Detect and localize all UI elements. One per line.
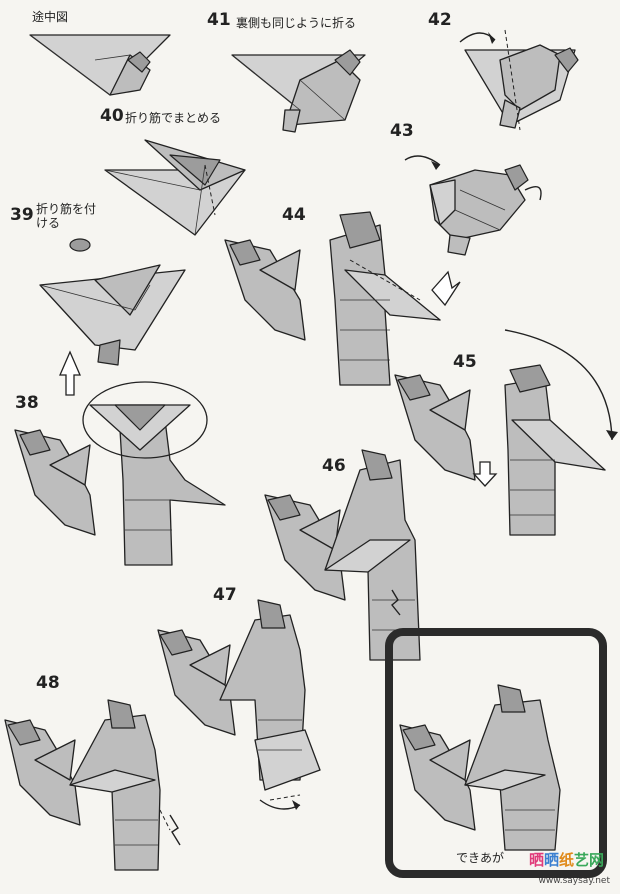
step-48-number: 48: [36, 673, 60, 693]
figure-step-41: [232, 50, 365, 132]
figure-step-42: [460, 30, 578, 130]
step-43-number: 43: [390, 121, 414, 141]
step-41-caption: 裏側も同じように折る: [236, 14, 356, 31]
step-44-number: 44: [282, 205, 306, 225]
step-40-number: 40: [100, 106, 124, 126]
figure-step-43: [405, 156, 541, 255]
step-41-number: 41: [207, 10, 231, 30]
midway-label: 途中図: [32, 8, 68, 25]
figure-midway: [30, 35, 170, 95]
step-40-caption: 折り筋でまとめる: [125, 109, 221, 126]
figure-step-40: [105, 140, 245, 235]
watermark-logo: 晒晒纸艺网: [529, 849, 604, 870]
watermark-char-3: 纸: [559, 851, 574, 869]
watermark-char-4: 艺网: [574, 851, 604, 869]
step-42-number: 42: [428, 10, 452, 30]
figure-step-47: [158, 600, 320, 810]
final-caption: できあが: [456, 849, 504, 866]
step-47-number: 47: [213, 585, 237, 605]
step-45-number: 45: [453, 352, 477, 372]
watermark-char-1: 晒: [529, 851, 544, 869]
step-39-number: 39: [10, 205, 34, 225]
step-38-number: 38: [15, 393, 39, 413]
figure-step-48: [5, 700, 180, 870]
figure-step-44: [225, 212, 460, 385]
watermark-url: www.saysay.net: [538, 876, 610, 886]
figure-step-45: [395, 330, 618, 535]
step-39-caption-line2: ける: [36, 214, 60, 231]
final-frame: [385, 628, 607, 878]
watermark-char-2: 晒: [544, 851, 559, 869]
figure-step-38: [15, 382, 225, 565]
step-46-number: 46: [322, 456, 346, 476]
figure-step-39: [40, 239, 185, 395]
